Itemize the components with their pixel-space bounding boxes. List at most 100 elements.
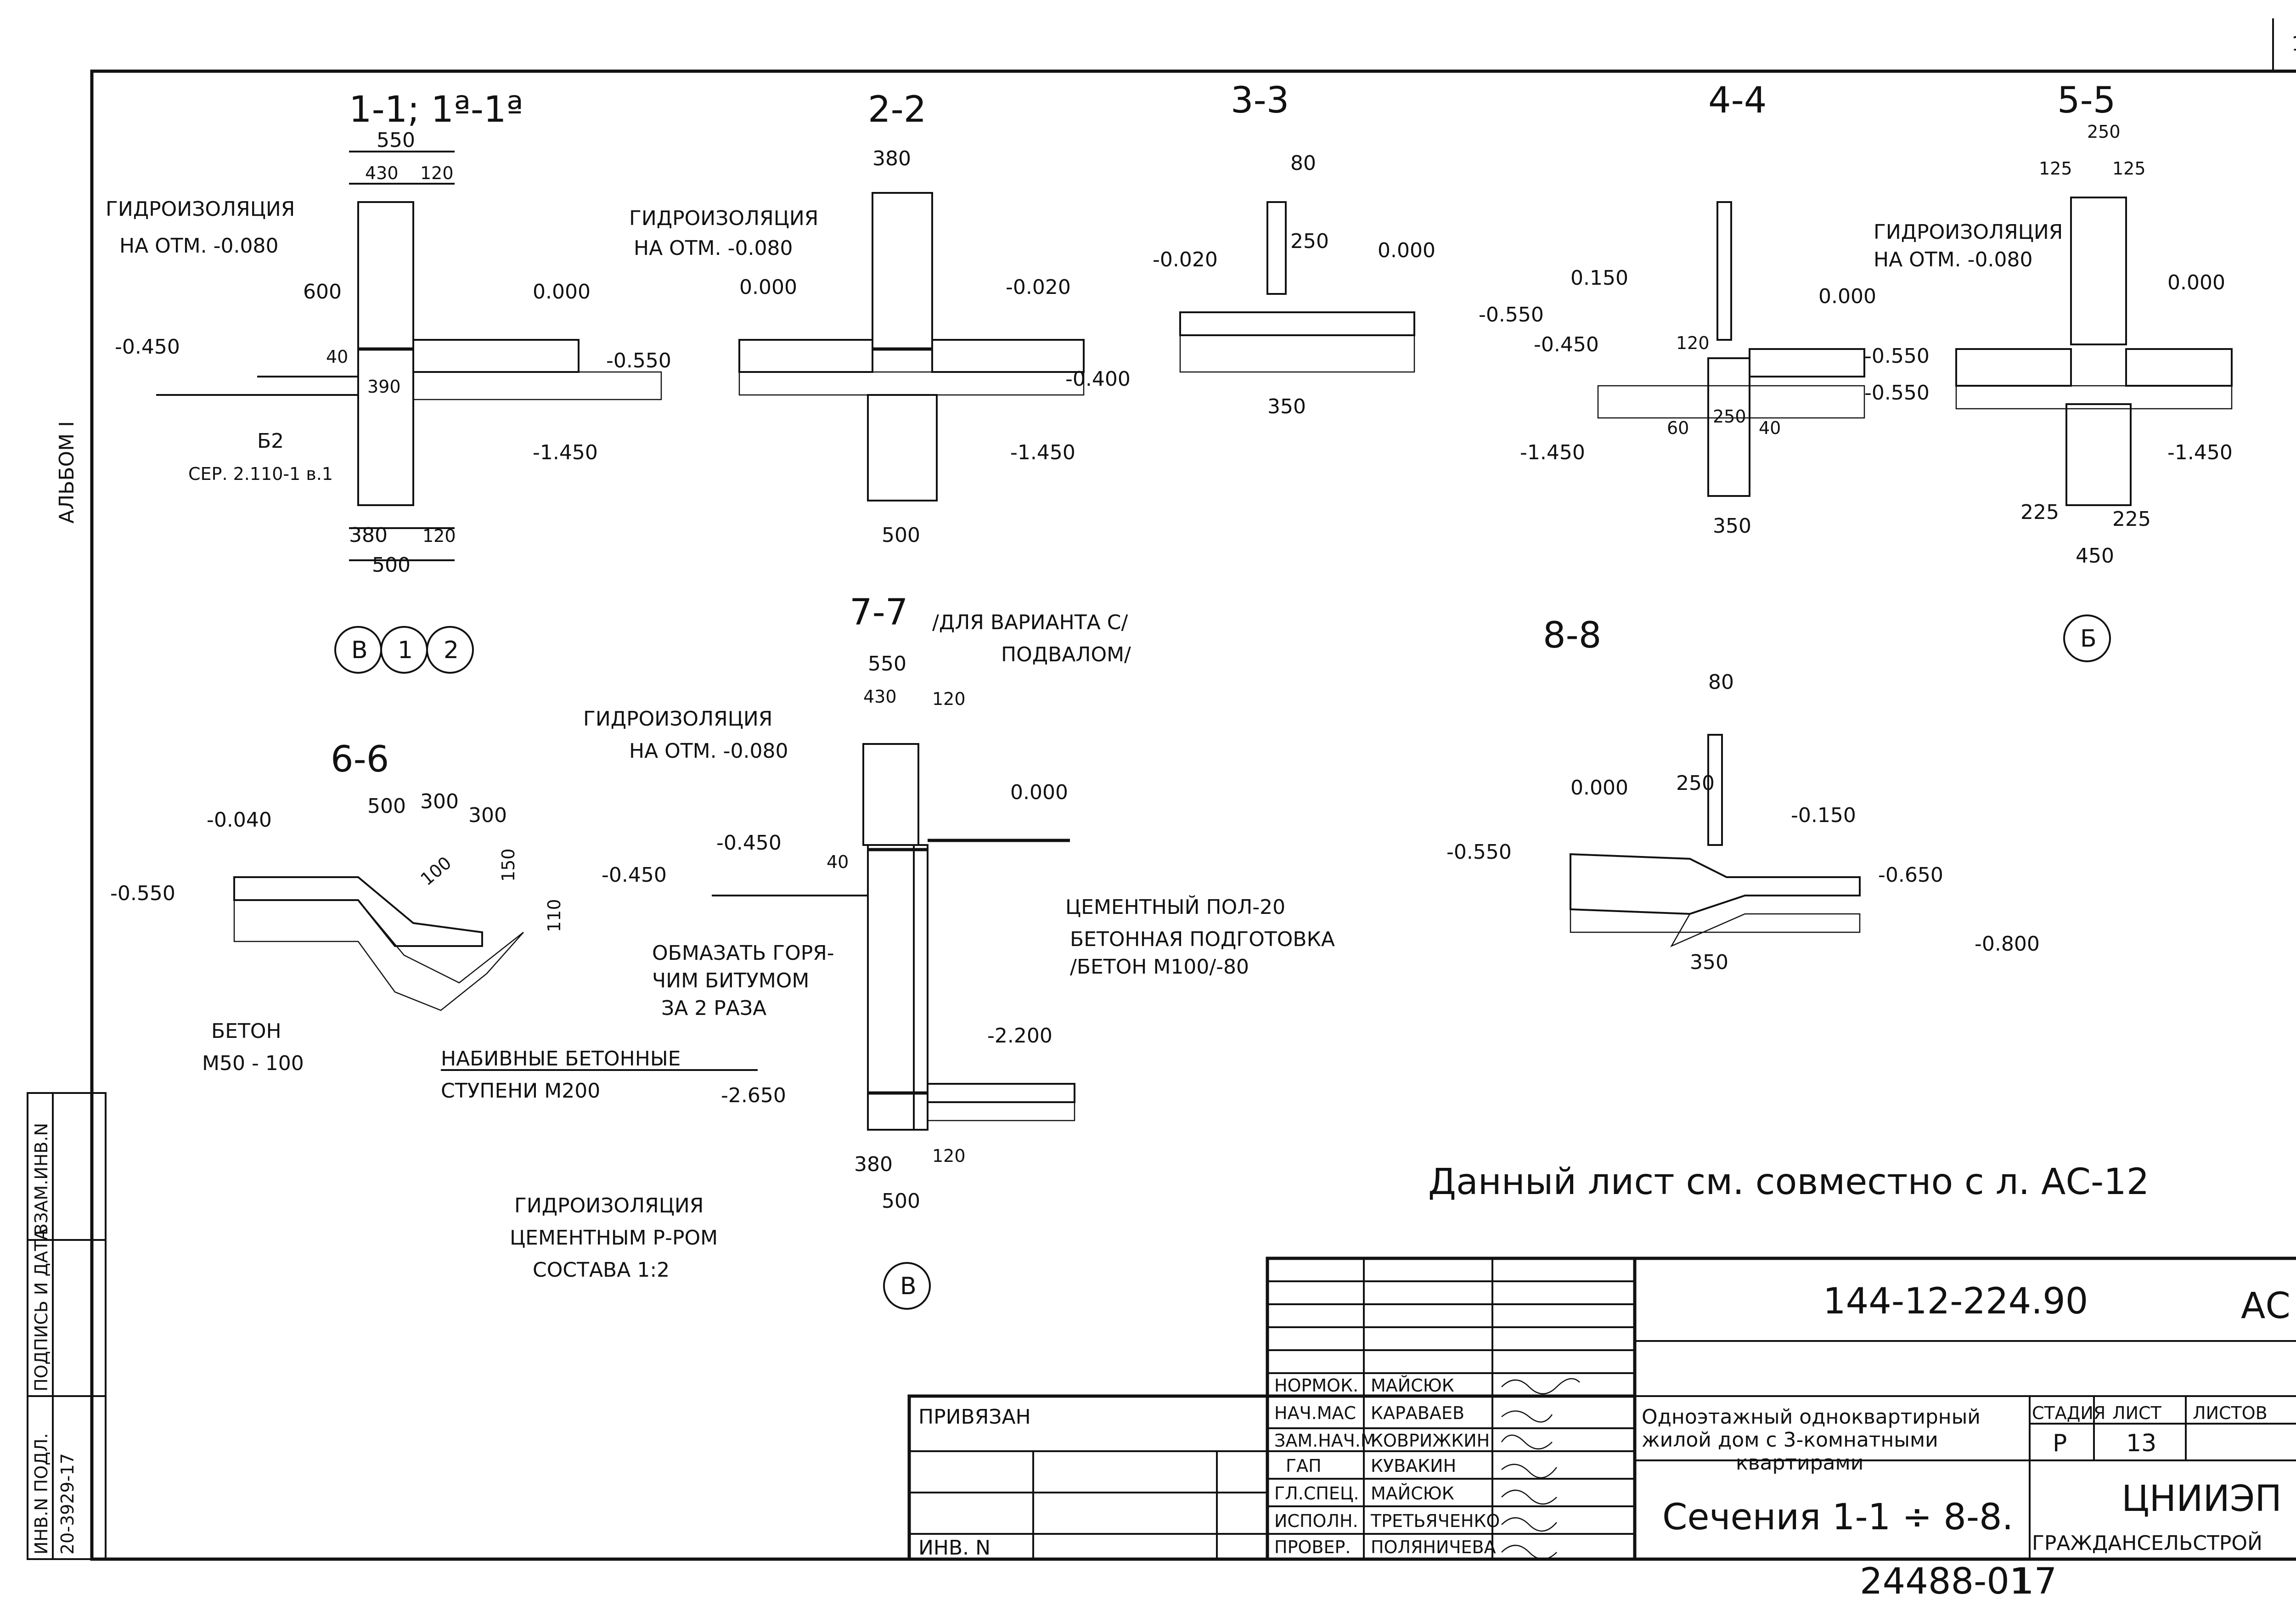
s5-level-m0550: -0.550: [1864, 381, 1930, 405]
s7-axis-v: В: [900, 1273, 917, 1300]
s1-dim-600: 600: [303, 280, 342, 304]
s3-dim-350: 350: [1267, 395, 1306, 418]
section-6-6-title: 6-6: [331, 739, 389, 780]
s1-dim-430: 430: [365, 163, 399, 183]
s1-level-0000: 0.000: [533, 280, 591, 304]
s7-level-0000: 0.000: [1010, 781, 1068, 804]
s7-level-m2650: -2.650: [721, 1084, 786, 1107]
s2-label-waterproofing: ГИДРОИЗОЛЯЦИЯ: [629, 207, 818, 230]
side-inv-podl: ИНВ.N ПОДЛ.: [31, 1433, 51, 1555]
s1-label-series: СЕР. 2.110-1 в.1: [188, 464, 333, 484]
s7-label-cement-floor: ЦЕМЕНТНЫЙ ПОЛ-20: [1065, 895, 1285, 919]
s7-label-waterproofing: ГИДРОИЗОЛЯЦИЯ: [583, 707, 772, 731]
s2-level-m0400: -0.400: [1065, 367, 1131, 391]
role-5: ИСПОЛН.: [1274, 1511, 1358, 1531]
s1-level-m1450: -1.450: [533, 441, 598, 464]
name-3: КУВАКИН: [1371, 1456, 1456, 1476]
page-number: 16: [2291, 32, 2296, 56]
s7-dim-40: 40: [827, 852, 849, 872]
sheet-frame: [90, 69, 2296, 1561]
s8-dim-250: 250: [1676, 772, 1715, 795]
role-4: ГЛ.СПЕЦ.: [1274, 1483, 1359, 1504]
s1-dim-40: 40: [326, 347, 348, 367]
s8-level-0000: 0.000: [1570, 776, 1628, 800]
section-4-4-title: 4-4: [1708, 80, 1767, 121]
s1-dim-120b: 120: [422, 526, 456, 546]
s1-dim-120: 120: [420, 163, 454, 183]
s6-label-concrete: БЕТОН: [211, 1020, 281, 1043]
org-line-1: ЦНИИЭП: [2122, 1478, 2282, 1520]
project-line-1: Одноэтажный одноквартирный: [1642, 1405, 1981, 1429]
section-7-7-title: 7-7: [850, 592, 908, 633]
s2-dim-380: 380: [872, 147, 911, 170]
s8-dim-80: 80: [1708, 670, 1734, 694]
s4-level-0000: 0.000: [1818, 285, 1876, 308]
section-1-1: 1-1; 1ª-1ª 550 430 120 600 40 390 380 12…: [106, 89, 671, 674]
s5-level-m1450: -1.450: [2167, 441, 2233, 464]
s1-dim-500: 500: [372, 553, 411, 577]
section-7-7: 7-7 /ДЛЯ ВАРИАНТА С/ ПОДВАЛОМ/ 550 430 1…: [510, 592, 1335, 1310]
s6-level-m0550: -0.550: [110, 882, 175, 905]
side-vzam: ВЗАМ.ИНВ.N: [31, 1123, 51, 1235]
section-8-8: 8-8 80 250 350 0.000 -0.150 -0.550 -0.65…: [1446, 615, 2040, 974]
s1-label-waterproofing: ГИДРОИЗОЛЯЦИЯ: [106, 197, 295, 221]
s1-axis-v: В: [351, 637, 368, 664]
s4-dim-120: 120: [1676, 333, 1710, 353]
s6-level-m0040: -0.040: [207, 808, 272, 832]
s4-level-m0550a: -0.550: [1479, 303, 1544, 327]
s1-dim-380: 380: [349, 524, 388, 547]
s4-level-m0450: -0.450: [1534, 333, 1599, 356]
s3-level-m0020: -0.020: [1153, 248, 1218, 271]
name-6: ПОЛЯНИЧЕВА: [1371, 1537, 1496, 1557]
s3-dim-250: 250: [1290, 230, 1329, 253]
album-label: АЛЬБОМ I: [55, 421, 79, 524]
listov-header: ЛИСТОВ: [2193, 1403, 2268, 1423]
s2-level-0000: 0.000: [739, 276, 797, 299]
project-line-3: квартирами: [1736, 1451, 1863, 1475]
s6-dim-300b: 300: [468, 804, 507, 827]
s7-label-bitumen-2: ЧИМ БИТУМОМ: [652, 969, 809, 992]
s1-label-otm: НА ОТМ. -0.080: [119, 234, 278, 258]
s6-dim-150: 150: [498, 848, 518, 882]
s7-subtitle-2: ПОДВАЛОМ/: [1001, 643, 1131, 666]
section-3-3: 3-3 80 250 350 -0.020 0.000: [1153, 80, 1435, 418]
s6-level-m0450: -0.450: [602, 863, 667, 887]
s1-level-m0550: -0.550: [606, 349, 671, 372]
s5-dim-250: 250: [2087, 122, 2121, 142]
role-1: НАЧ.МАС: [1274, 1403, 1356, 1423]
name-1: КАРАВАЕВ: [1371, 1403, 1464, 1423]
s5-dim-225b: 225: [2112, 507, 2151, 531]
s7-label-wp-mortar: ЦЕМЕНТНЫМ Р-РОМ: [510, 1226, 718, 1250]
doc-suffix: АС: [2241, 1285, 2290, 1327]
section-2-2-title: 2-2: [868, 89, 926, 130]
s7-label-bitumen-3: ЗА 2 РАЗА: [661, 997, 766, 1020]
project-line-2: жилой дом с 3-комнатными: [1642, 1428, 1938, 1452]
section-3-3-title: 3-3: [1231, 80, 1289, 121]
s4-dim-250: 250: [1713, 406, 1746, 427]
inv-n: ИНВ. N: [918, 1536, 990, 1560]
side-stamp: ВЗАМ.ИНВ.N ПОДПИСЬ И ДАТА ИНВ.N ПОДЛ. 20…: [27, 1092, 107, 1560]
footer-number: 24488-01: [1860, 1561, 2032, 1600]
s6-label-steps: НАБИВНЫЕ БЕТОННЫЕ: [441, 1047, 681, 1070]
s7-dim-550: 550: [868, 652, 906, 676]
s1-dim-550: 550: [377, 129, 415, 152]
role-0: НОРМОК.: [1274, 1375, 1358, 1396]
doc-code: 144-12-224.90: [1823, 1281, 2088, 1322]
org-line-2: ГРАЖДАНСЕЛЬСТРОЙ: [2032, 1531, 2262, 1555]
footer-page: 17: [2011, 1561, 2057, 1600]
s7-label-concrete-base: БЕТОННАЯ ПОДГОТОВКА: [1070, 928, 1335, 951]
s7-dim-120b: 120: [932, 1146, 966, 1166]
s4-dim-60: 60: [1667, 418, 1689, 438]
side-podpis: ПОДПИСЬ И ДАТА: [31, 1228, 51, 1392]
list-header: ЛИСТ: [2112, 1403, 2162, 1423]
s6-dim-100: 100: [417, 853, 456, 890]
sheet-note: Данный лист см. совместно с л. АС-12: [1428, 1161, 2149, 1203]
name-0: МАЙСЮК: [1371, 1375, 1454, 1396]
s7-label-m100: /БЕТОН М100/-80: [1070, 955, 1249, 979]
s1-label-b2: Б2: [257, 429, 284, 453]
s3-level-0000: 0.000: [1378, 239, 1435, 262]
s7-level-m0450: -0.450: [716, 831, 782, 855]
s8-level-m0150: -0.150: [1791, 804, 1856, 827]
s5-label-waterproofing: ГИДРОИЗОЛЯЦИЯ: [1874, 220, 2063, 244]
s8-level-m0650: -0.650: [1878, 863, 1943, 887]
